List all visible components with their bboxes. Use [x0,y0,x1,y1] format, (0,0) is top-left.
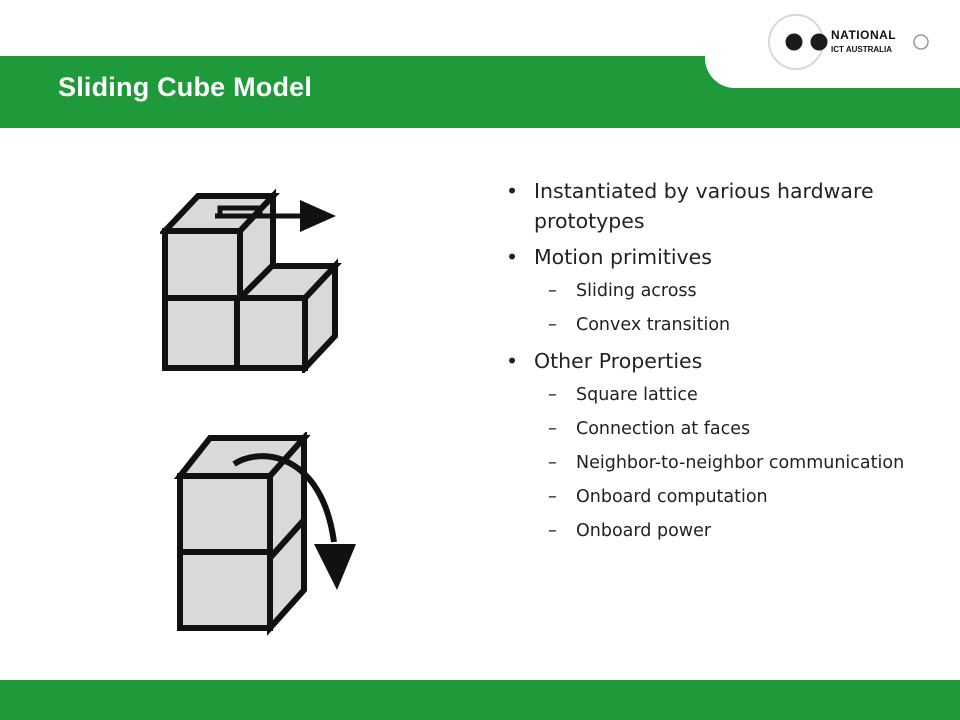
footer-bar [0,680,960,720]
bullet-text: Other Properties [534,349,703,373]
slide-title: Sliding Cube Model [58,72,313,102]
dash-marker: – [548,487,557,507]
sliding-cube-icon [160,188,342,373]
sub-bullet-text: Onboard power [576,521,712,541]
bullet-item: • Other Properties [506,346,926,376]
bullet-text: Instantiated by various hardware prototy… [534,179,874,233]
logo-dot-2 [810,33,828,51]
sub-bullet-item: – Onboard computation [506,484,926,511]
sub-bullet-item: – Connection at faces [506,416,926,443]
logo-line-1: NATIONAL [831,28,896,42]
header-notch [705,56,960,88]
dash-marker: – [548,281,557,301]
dash-marker: – [548,453,557,473]
bullet-text: Motion primitives [534,245,712,269]
sub-bullet-text: Sliding across [576,281,697,301]
bullet-item: • Instantiated by various hardware proto… [506,176,926,236]
convex-transition-icon [173,432,356,636]
dash-marker: – [548,315,557,335]
sub-bullet-item: – Neighbor-to-neighbor communication [506,450,926,477]
logo-line-2: ICT AUSTRALIA [831,45,892,54]
bullet-marker: • [506,179,519,203]
bullet-item: • Motion primitives [506,242,926,272]
logo-dot-1 [785,33,803,51]
sub-bullet-item: – Convex transition [506,312,926,339]
bullet-marker: • [506,349,519,373]
sub-bullet-item: – Square lattice [506,382,926,409]
sub-bullet-text: Onboard computation [576,487,768,507]
sub-bullet-item: – Sliding across [506,278,926,305]
bullet-list: • Instantiated by various hardware proto… [506,176,926,552]
dash-marker: – [548,385,557,405]
sub-bullet-text: Square lattice [576,385,698,405]
sub-bullet-text: Neighbor-to-neighbor communication [576,453,905,473]
nicta-logo: NATIONAL ICT AUSTRALIA [768,14,929,70]
sub-bullet-text: Connection at faces [576,419,751,439]
sub-bullet-text: Convex transition [576,315,731,335]
sub-bullet-item: – Onboard power [506,518,926,545]
bullet-marker: • [506,245,519,269]
logo-dot-3 [913,34,929,50]
dash-marker: – [548,521,557,541]
dash-marker: – [548,419,557,439]
